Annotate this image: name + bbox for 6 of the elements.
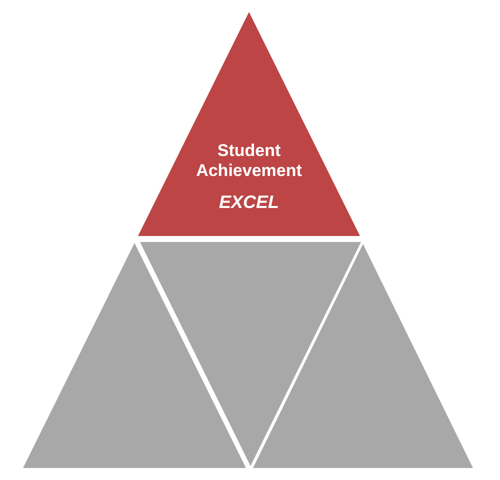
pyramid-segment [138,12,360,236]
pyramid-segment [140,242,361,466]
pyramid-segment [253,244,473,468]
pyramid-segment [23,243,246,468]
segment-subtitle: EXCEL [218,191,279,213]
segment-title: Student Achievement [195,141,303,181]
